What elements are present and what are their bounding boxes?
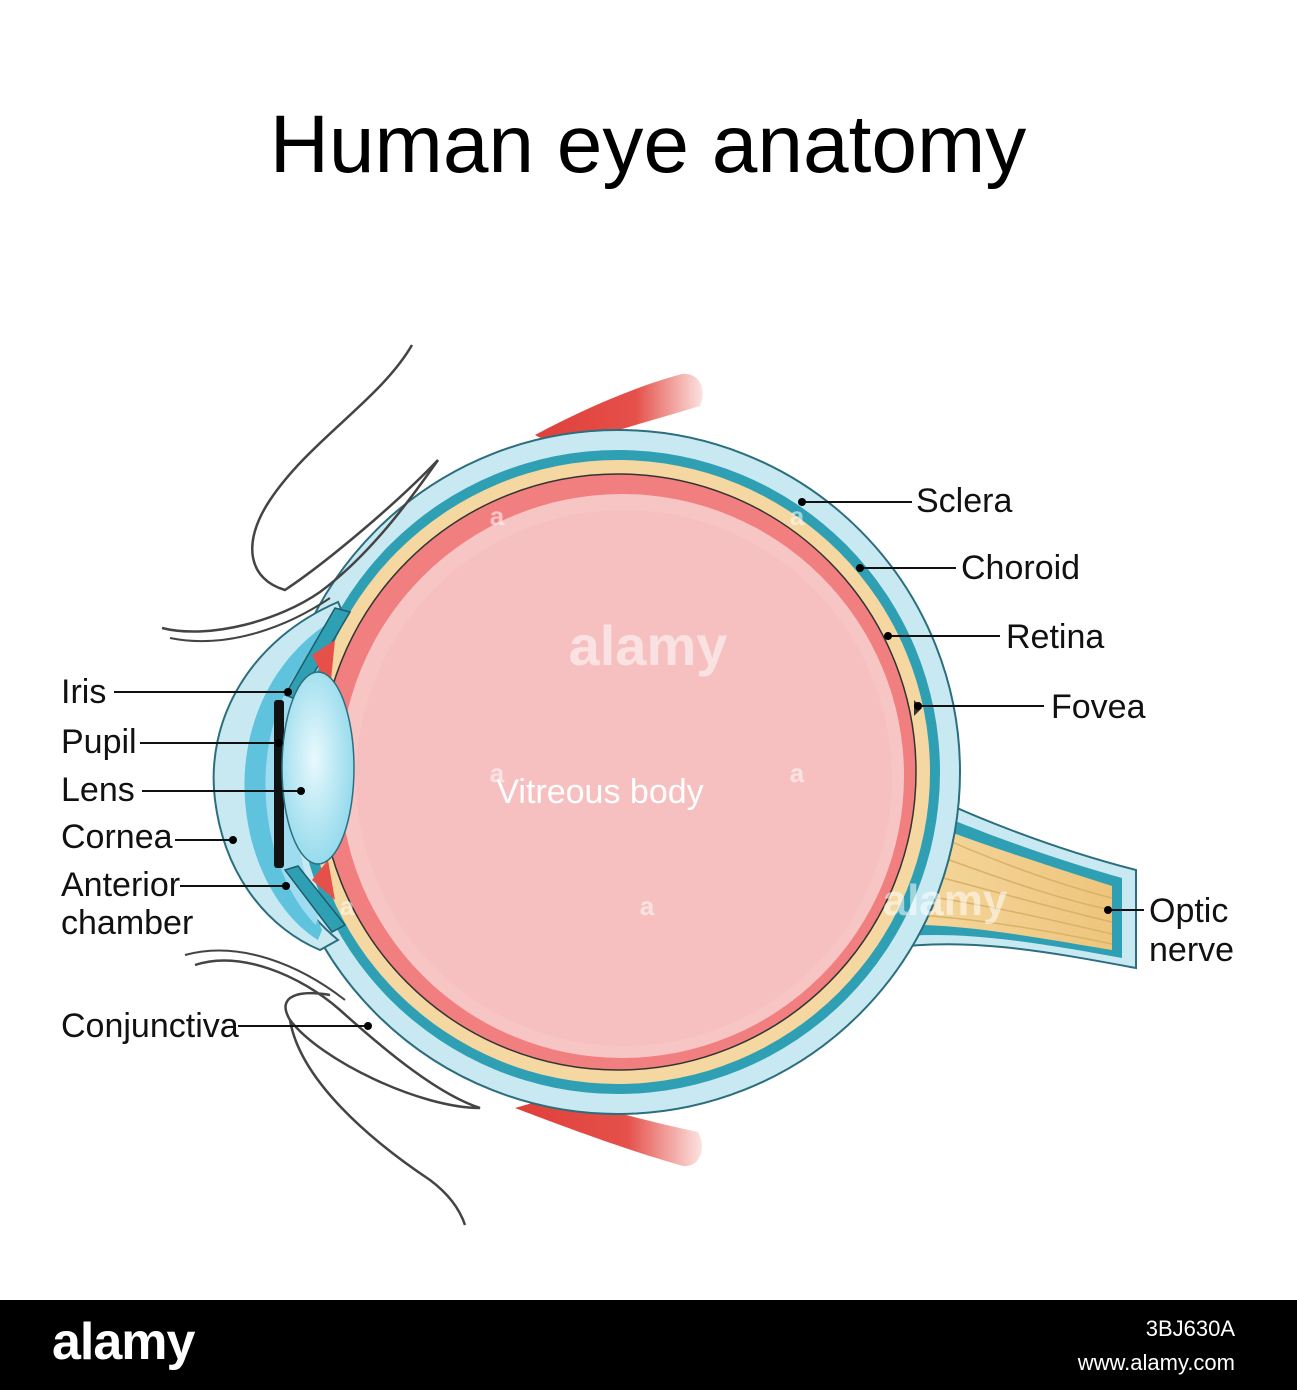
- eye-anatomy-diagram: Human eye anatomy alamy alamy: [61, 99, 1234, 1226]
- lower-eyelid-lash: [184, 949, 346, 1001]
- inferior-muscle: [515, 1095, 702, 1167]
- watermark-center: alamy: [569, 614, 728, 677]
- watermark-small-4: a: [640, 891, 655, 921]
- optic-nerve-fibers: [917, 829, 1113, 945]
- label-cornea: Cornea: [61, 818, 173, 856]
- label-iris: Iris: [61, 673, 106, 711]
- watermark-right: alamy: [883, 876, 1008, 925]
- callout-retina: Retina: [884, 618, 1104, 656]
- label-retina: Retina: [1006, 618, 1104, 656]
- watermark-small-3: a: [790, 758, 805, 788]
- callout-conjunctiva: Conjunctiva: [61, 1007, 372, 1045]
- label-conjunctiva: Conjunctiva: [61, 1007, 239, 1045]
- superior-muscle: [535, 373, 703, 448]
- callout-fovea: Fovea: [914, 688, 1146, 726]
- watermark-small-6: a: [790, 501, 805, 531]
- callout-sclera: Sclera: [798, 482, 1012, 520]
- watermark-small-5: a: [340, 891, 355, 921]
- vitreous-inner: [356, 510, 892, 1046]
- watermark-small-1: a: [490, 501, 505, 531]
- callout-iris: Iris: [61, 673, 292, 711]
- upper-eyelid-lash: [169, 597, 331, 642]
- anterior-chamber: [244, 622, 338, 940]
- label-vitreous-body: Vitreous body: [496, 773, 703, 811]
- label-choroid: Choroid: [961, 549, 1080, 587]
- callout-anterior-chamber: Anterior chamber: [61, 866, 290, 942]
- footer-bar: alamy 3BJ630A www.alamy.com: [0, 1300, 1297, 1390]
- lens: [281, 671, 355, 865]
- label-anterior-chamber-1: Anterior: [61, 866, 180, 904]
- label-pupil: Pupil: [61, 723, 137, 761]
- footer-brand-logo: alamy: [52, 1313, 195, 1371]
- callout-optic-nerve: Optic nerve: [1104, 892, 1234, 969]
- callout-cornea: Cornea: [61, 818, 237, 856]
- lower-eyelid: [194, 959, 481, 1110]
- upper-eyelid: [251, 344, 439, 592]
- label-lens: Lens: [61, 771, 135, 809]
- callout-pupil: Pupil: [61, 723, 283, 761]
- label-sclera: Sclera: [916, 482, 1012, 520]
- lower-eyelid-outer: [288, 1019, 467, 1226]
- label-optic-nerve-2: nerve: [1149, 931, 1234, 969]
- iris-lower: [283, 865, 347, 933]
- label-fovea: Fovea: [1051, 688, 1146, 726]
- diagram-title: Human eye anatomy: [270, 99, 1027, 190]
- callout-choroid: Choroid: [856, 549, 1080, 587]
- watermark-small-2: a: [490, 758, 505, 788]
- callout-lens: Lens: [61, 771, 305, 809]
- label-optic-nerve-1: Optic: [1149, 892, 1228, 930]
- label-anterior-chamber-2: chamber: [61, 904, 193, 942]
- upper-eyelid-inner: [161, 459, 440, 633]
- ciliary-body-lower: [312, 860, 335, 900]
- footer-site: www.alamy.com: [1077, 1350, 1235, 1375]
- footer-image-id: 3BJ630A: [1145, 1316, 1235, 1341]
